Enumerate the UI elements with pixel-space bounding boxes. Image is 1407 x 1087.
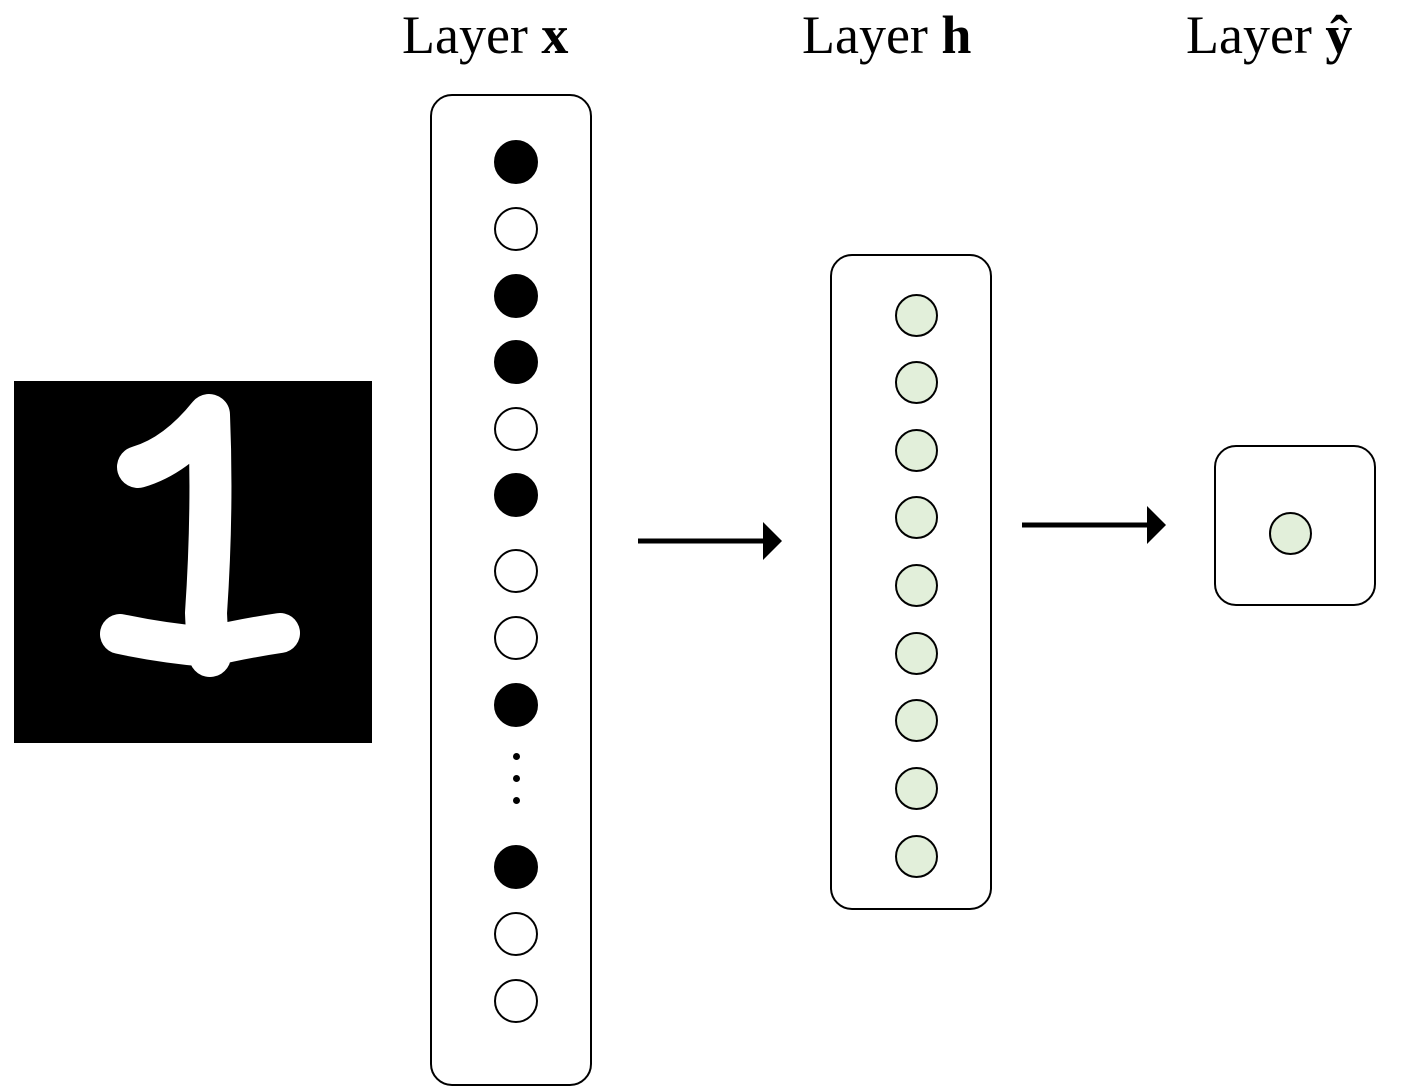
hidden-neuron — [894, 496, 938, 540]
ellipsis-dot — [512, 796, 520, 804]
input-neuron-off — [494, 979, 538, 1023]
layer-y-title: Layer ŷ — [1186, 0, 1352, 70]
ellipsis-dot — [512, 774, 520, 782]
input-neuron-on — [494, 473, 538, 517]
input-neuron-off — [494, 616, 538, 660]
input-digit-image — [14, 381, 372, 743]
layer-h-title: Layer h — [802, 0, 971, 70]
layer-y-word: Layer — [1186, 5, 1312, 65]
hidden-neuron — [894, 699, 938, 743]
input-neuron-off — [494, 207, 538, 251]
arrow-input-to-hidden — [638, 522, 782, 560]
input-neuron-on — [494, 683, 538, 727]
hidden-neuron — [894, 428, 938, 472]
hidden-neuron — [894, 766, 938, 810]
input-neuron-off — [494, 407, 538, 451]
ellipsis-dot — [512, 752, 520, 760]
hidden-neuron — [894, 293, 938, 337]
hidden-neuron — [894, 834, 938, 878]
layer-x-word: Layer — [402, 5, 528, 65]
arrow-hidden-to-output — [1022, 506, 1166, 544]
layer-y-symbol: ŷ — [1325, 5, 1353, 65]
input-neuron-on — [494, 340, 538, 384]
layer-h-word: Layer — [802, 5, 928, 65]
output-neuron — [1268, 511, 1312, 555]
layer-x-symbol: x — [541, 5, 569, 65]
input-neuron-on — [494, 845, 538, 889]
layer-h-symbol: h — [941, 5, 972, 65]
input-neuron-off — [494, 912, 538, 956]
input-neuron-on — [494, 140, 538, 184]
hidden-neuron — [894, 631, 938, 675]
layer-x-title: Layer x — [402, 0, 568, 70]
input-neuron-off — [494, 549, 538, 593]
hidden-neuron — [894, 564, 938, 607]
digit-one-drawing — [100, 394, 300, 677]
hidden-neuron — [894, 361, 938, 405]
input-neuron-on — [494, 274, 538, 318]
